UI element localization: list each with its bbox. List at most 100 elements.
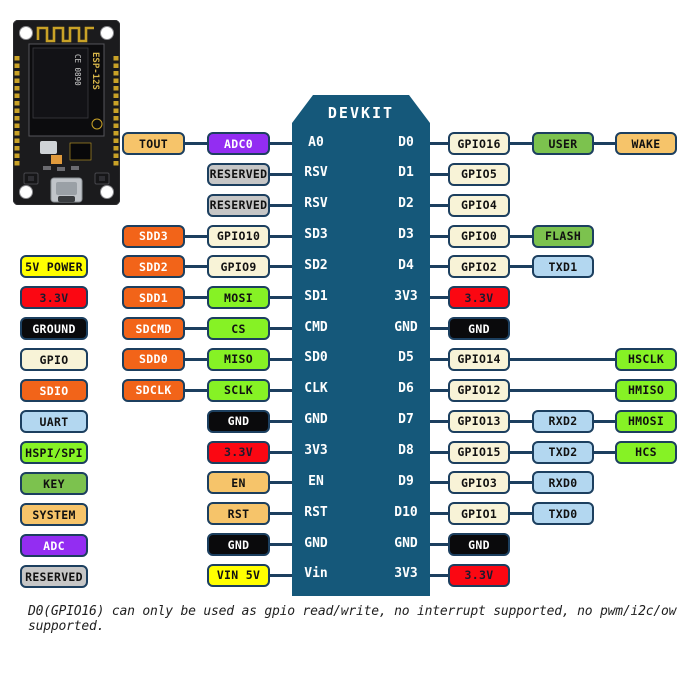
wire (430, 327, 452, 331)
legend-reserved: RESERVED (20, 565, 88, 588)
devkit-chip: DEVKIT (292, 95, 430, 596)
chip-pin-left: SD0 (304, 350, 328, 366)
pin-box-en: EN (207, 471, 270, 495)
wire (266, 296, 292, 300)
esp-cert-label: CE 0890 (73, 54, 82, 86)
wire (506, 481, 536, 485)
flash-button-cap (28, 176, 34, 181)
legend-5v-power: 5V POWER (20, 255, 88, 278)
pin-box-sdd1: SDD1 (122, 286, 185, 310)
pin-box-tout: TOUT (122, 132, 185, 155)
pin-box-vin-5v: VIN 5V (207, 563, 270, 587)
pin-box-flash: FLASH (532, 224, 594, 248)
crystal (40, 141, 57, 154)
mount-hole (100, 185, 114, 199)
wire (430, 172, 452, 176)
wire (266, 234, 292, 238)
wire (266, 450, 292, 454)
pin-box-gpio16: GPIO16 (448, 132, 510, 155)
wire (266, 265, 292, 269)
wire (181, 265, 211, 269)
wire (430, 543, 452, 547)
pin-box-sdcmd: SDCMD (122, 317, 185, 341)
wire (430, 142, 452, 145)
usb-uart-chip (69, 142, 92, 161)
smd-part (43, 166, 51, 170)
chip-pin-right: 3V3 (394, 566, 418, 582)
legend-ground: GROUND (20, 317, 88, 340)
pin-box-rxd2: RXD2 (532, 409, 594, 433)
wire (266, 573, 292, 577)
pin-box-hmosi: HMOSI (615, 409, 677, 433)
legend-key: KEY (20, 472, 88, 495)
wire (506, 357, 619, 361)
chip-pin-left: CLK (304, 381, 328, 397)
capacitor (51, 155, 62, 164)
pin-box-gpio10: GPIO10 (207, 224, 270, 248)
pin-box-adc0: ADC0 (207, 132, 270, 155)
wire (430, 265, 452, 269)
pin-box-gpio4: GPIO4 (448, 193, 510, 217)
pin-box-reserved: RESERVED (207, 162, 270, 186)
legend-sdio: SDIO (20, 379, 88, 402)
pin-box-gpio12: GPIO12 (448, 378, 510, 402)
chip-pin-left: RSV (304, 165, 328, 181)
pin-box-gpio2: GPIO2 (448, 255, 510, 279)
pin-box-txd2: TXD2 (532, 440, 594, 464)
chip-pin-left: 3V3 (304, 443, 328, 458)
board-photo: ESP-12S CE 0890 (12, 19, 121, 206)
pin-box-3-3v: 3.3V (207, 440, 270, 464)
wire (430, 388, 452, 392)
pin-box-gpio1: GPIO1 (448, 502, 510, 526)
pin-box-gnd: GND (448, 533, 510, 557)
micro-usb-opening (58, 196, 75, 202)
pin-box-3-3v: 3.3V (448, 286, 510, 310)
wire (266, 419, 292, 423)
board-photo-svg: ESP-12S CE 0890 (12, 19, 121, 206)
pin-box-mosi: MOSI (207, 286, 270, 310)
wire (430, 203, 452, 207)
pin-box-sdd2: SDD2 (122, 255, 185, 279)
esp-shield (32, 47, 89, 119)
wire (266, 327, 292, 331)
wire (181, 142, 211, 145)
chip-pin-left: SD3 (304, 227, 328, 243)
pin-box-rst: RST (207, 502, 270, 526)
chip-pin-left: A0 (308, 134, 324, 150)
wire (430, 481, 452, 485)
legend-system: SYSTEM (20, 503, 88, 526)
pin-box-miso: MISO (207, 347, 270, 371)
pin-box-gnd: GND (207, 409, 270, 433)
pin-box-gpio15: GPIO15 (448, 440, 510, 464)
wire (590, 419, 619, 423)
wire (430, 512, 452, 516)
wire (181, 327, 211, 331)
pin-box-gnd: GND (207, 533, 270, 557)
chip-pin-right: D10 (394, 504, 418, 520)
edge-pads (14, 56, 119, 166)
pin-box-gpio3: GPIO3 (448, 471, 510, 495)
pin-box-3-3v: 3.3V (448, 563, 510, 587)
pin-box-gpio13: GPIO13 (448, 409, 510, 433)
wire (590, 450, 619, 454)
legend-uart: UART (20, 410, 88, 433)
esp-module-label: ESP-12S (90, 52, 100, 90)
wire (430, 296, 452, 300)
wire (266, 172, 292, 176)
wire (430, 357, 452, 361)
wire (181, 357, 211, 361)
chip-pin-left: SD1 (304, 288, 328, 304)
pin-box-sdclk: SDCLK (122, 378, 185, 402)
pin-box-txd1: TXD1 (532, 255, 594, 279)
wire (181, 296, 211, 300)
wire (590, 142, 619, 145)
pin-box-gnd: GND (448, 317, 510, 341)
chip-pin-left: RST (304, 504, 328, 520)
wire (506, 234, 536, 238)
chip-pin-left: SD2 (304, 257, 328, 273)
chip-pin-right: D4 (398, 257, 414, 273)
chip-pin-right: D5 (398, 350, 414, 366)
chip-pin-right: GND (394, 319, 418, 335)
chip-pin-right: D1 (398, 165, 414, 181)
